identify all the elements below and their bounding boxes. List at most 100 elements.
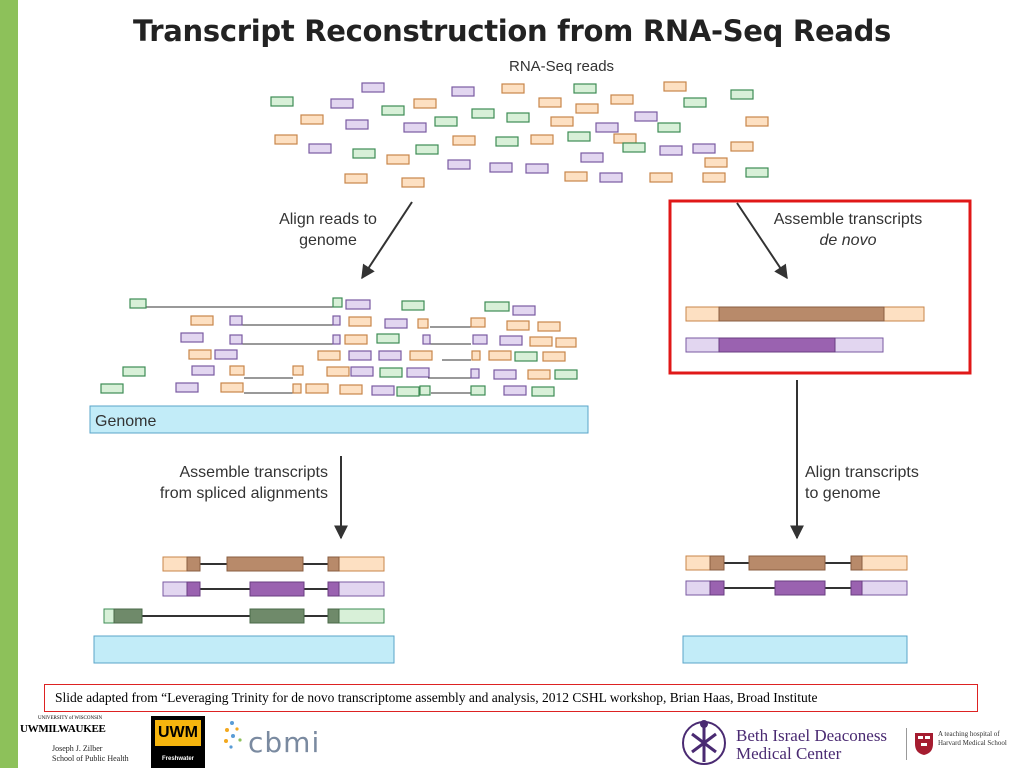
assemble-spliced-label-line1: Assemble transcripts [179, 464, 329, 481]
read-purple [472, 334, 488, 345]
read-purple [525, 163, 549, 174]
read-orange [300, 114, 324, 125]
read-orange [317, 350, 341, 361]
genome-bar-bottom-left [93, 635, 395, 664]
read-purple [512, 305, 536, 316]
denovo-highlight-box [668, 199, 972, 375]
read-orange [326, 366, 350, 377]
uwm-small-text: UNIVERSITY of WISCONSIN [38, 716, 103, 721]
read-orange [417, 318, 429, 329]
read-orange [292, 365, 304, 376]
zilber-line2: School of Public Health [52, 754, 129, 763]
read-orange [409, 350, 433, 361]
read-green [270, 96, 294, 107]
read-orange [188, 349, 212, 360]
zilber-line1: Joseph J. Zilber [52, 744, 103, 753]
read-green [332, 297, 343, 308]
read-green [514, 351, 538, 362]
read-purple [599, 172, 623, 183]
assemble-denovo-label-line1: Assemble transcripts [773, 211, 923, 228]
align-transcripts-label-line1: Align transcripts [805, 464, 919, 481]
aligned-transcript-brown [685, 555, 908, 571]
read-purple [308, 143, 332, 154]
read-orange [348, 316, 372, 327]
read-purple [595, 122, 619, 133]
read-orange [550, 116, 574, 127]
read-purple [350, 366, 374, 377]
read-orange [413, 98, 437, 109]
read-orange [470, 317, 486, 328]
read-purple [332, 334, 341, 345]
read-green [415, 144, 439, 155]
read-orange [529, 336, 553, 347]
read-green [622, 142, 646, 153]
cbmi-text: cbmi [248, 726, 321, 759]
read-green [122, 366, 146, 377]
read-orange [339, 384, 363, 395]
read-green [531, 386, 555, 397]
read-purple [345, 299, 371, 310]
read-orange [274, 134, 298, 145]
read-purple [403, 122, 427, 133]
read-green [434, 116, 458, 127]
read-orange [613, 133, 637, 144]
read-purple [580, 152, 604, 163]
harvard-shield-icon [915, 733, 933, 755]
assemble-denovo-label-line2: de novo [819, 232, 877, 249]
read-purple [332, 315, 341, 326]
bidmc-logo: Beth Israel Deaconess Medical Center A t… [680, 714, 1020, 768]
spliced-transcript-green [103, 608, 385, 624]
read-purple [493, 369, 517, 380]
read-orange [730, 141, 754, 152]
align-transcripts-label: Align transcripts to genome [805, 462, 919, 504]
read-green [381, 105, 405, 116]
read-green [495, 136, 519, 147]
align-reads-label: Align reads to genome [268, 209, 388, 251]
read-orange [344, 173, 368, 184]
read-green [471, 108, 495, 119]
assemble-spliced-label: Assemble transcripts from spliced alignm… [130, 462, 328, 504]
read-green [396, 386, 420, 397]
read-orange [305, 383, 329, 394]
read-green [379, 367, 403, 378]
read-orange [702, 172, 726, 183]
read-orange [292, 383, 302, 394]
read-green [573, 83, 597, 94]
harvard-line2: Harvard Medical School [938, 739, 1007, 747]
assemble-spliced-label-line2: from spliced alignments [159, 485, 328, 502]
denovo-transcript-brown [685, 306, 925, 322]
genome-bar-bottom-right [682, 635, 908, 664]
uwm-box-text: UWM [155, 720, 201, 746]
read-orange [471, 350, 481, 361]
read-green [506, 112, 530, 123]
read-orange [229, 365, 245, 376]
read-green [730, 89, 754, 100]
denovo-transcript-purple [685, 337, 884, 353]
align-reads-arrow [361, 201, 413, 280]
read-purple [489, 162, 513, 173]
read-purple [422, 334, 431, 345]
read-orange [190, 315, 214, 326]
spliced-transcript-brown [162, 556, 385, 572]
read-orange [537, 321, 561, 332]
read-green [470, 385, 486, 396]
read-purple [451, 86, 475, 97]
read-purple [371, 385, 395, 396]
read-purple [384, 318, 408, 329]
rnaseq-reads-cloud [270, 81, 769, 188]
read-green [376, 333, 400, 344]
read-purple [214, 349, 238, 360]
read-purple [180, 332, 204, 343]
freshwater-text: Freshwater [161, 756, 194, 762]
read-purple [503, 385, 527, 396]
read-green [352, 148, 376, 159]
read-orange [530, 134, 554, 145]
read-green [419, 385, 431, 396]
read-purple [692, 143, 716, 154]
read-purple [659, 145, 683, 156]
read-orange [542, 351, 566, 362]
read-orange [501, 83, 525, 94]
assemble-denovo-arrow [736, 202, 788, 280]
align-reads-label-line1: Align reads to [279, 211, 377, 228]
read-purple [345, 119, 369, 130]
